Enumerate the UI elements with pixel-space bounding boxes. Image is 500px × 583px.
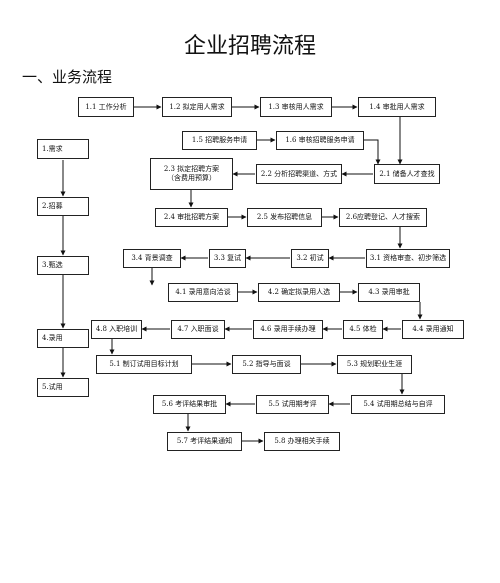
stage-recruitment: 2.招募 (37, 197, 89, 216)
step-2-2: 2.2 分析招聘渠道、方式 (256, 164, 342, 184)
step-label: 2.6应聘登记、人才搜索 (345, 213, 421, 222)
step-4-3: 4.3 录用审批 (358, 283, 420, 302)
step-label: 2.1 储备人才查找 (379, 169, 435, 178)
step-3-3: 3.3 复试 (209, 249, 246, 268)
step-label-note: （含费用预算） (167, 174, 216, 182)
step-label: 1.5 招聘服务申请 (191, 136, 248, 145)
stage-requirement: 1.需求 (37, 139, 89, 159)
step-5-2: 5.2 指导与面谈 (232, 355, 301, 374)
arrow-1-6-to-2-1 (364, 139, 381, 165)
step-1-1: 1.1 工作分析 (78, 97, 134, 117)
step-label: 1.6 审核招聘服务申请 (285, 136, 355, 145)
step-4-1: 4.1 录用意向洽谈 (168, 283, 238, 302)
step-1-2: 1.2 拟定用人需求 (162, 97, 232, 117)
step-label: 1.2 拟定用人需求 (169, 102, 225, 111)
step-5-8: 5.8 办理相关手续 (264, 432, 340, 451)
step-label: 3.1 资格审查、初步筛选 (369, 254, 447, 263)
step-label: 3.4 背景调查 (131, 254, 173, 263)
step-label: 4.6 录用手续办理 (260, 325, 316, 334)
step-label: 4.4 录用通知 (412, 325, 454, 334)
step-label: 5.3 规划职业生涯 (346, 360, 403, 369)
step-3-4: 3.4 背景调查 (123, 249, 181, 268)
step-label: 1.1 工作分析 (85, 102, 127, 111)
step-2-1: 2.1 储备人才查找 (374, 164, 440, 184)
step-label: 1.3 审核用人需求 (268, 102, 324, 111)
step-label: 3.2 初试 (296, 254, 324, 263)
step-2-4: 2.4 审批招聘方案 (155, 208, 228, 227)
step-1-4: 1.4 审批用人需求 (358, 97, 436, 117)
step-label: 4.1 录用意向洽谈 (175, 288, 231, 297)
step-1-5: 1.5 招聘服务申请 (182, 131, 257, 150)
step-5-1: 5.1 制订试用目标计划 (96, 355, 192, 374)
page-title: 企业招聘流程 (183, 34, 316, 59)
step-4-6: 4.6 录用手续办理 (253, 320, 323, 339)
step-label: 5.2 指导与面谈 (242, 360, 291, 369)
step-label: 2.2 分析招聘渠道、方式 (260, 169, 338, 178)
step-4-7: 4.7 入职面谈 (171, 320, 225, 339)
stage-label: 1.需求 (42, 144, 63, 153)
step-5-6: 5.6 考评结果审批 (153, 395, 226, 414)
step-label: 5.5 试用期考评 (268, 400, 317, 409)
step-label: 5.7 考评结果通知 (176, 437, 233, 446)
stage-selection: 3.甄选 (37, 256, 89, 275)
step-2-3: 2.3 拟定招聘方案 （含费用预算） (150, 158, 233, 190)
step-label: 2.4 审批招聘方案 (163, 213, 220, 222)
step-label: 3.3 复试 (213, 254, 242, 263)
stage-label: 3.甄选 (42, 261, 63, 270)
stage-probation: 5.试用 (37, 378, 89, 397)
step-4-4: 4.4 录用通知 (402, 320, 464, 339)
step-5-5: 5.5 试用期考评 (256, 395, 329, 414)
step-5-3: 5.3 规划职业生涯 (337, 355, 412, 374)
step-label: 4.2 确定拟录用人选 (267, 288, 331, 297)
step-label: 5.6 考评结果审批 (161, 400, 218, 409)
step-label: 4.3 录用审批 (368, 288, 410, 297)
step-label: 1.4 审批用人需求 (369, 102, 425, 111)
step-label: 5.1 制订试用目标计划 (109, 360, 179, 369)
step-2-6: 2.6应聘登记、人才搜索 (339, 208, 427, 227)
stage-label: 4.录用 (42, 334, 63, 343)
step-label: 2.3 拟定招聘方案 (163, 165, 220, 174)
step-label: 4.5 体检 (349, 325, 377, 334)
stage-label: 2.招募 (42, 202, 63, 211)
step-label: 5.4 试用期总结与自评 (363, 400, 433, 409)
step-label: 4.7 入职面谈 (177, 325, 219, 334)
step-label: 4.8 入职培训 (95, 325, 138, 334)
step-label: 2.5 发布招聘信息 (256, 213, 313, 222)
step-3-2: 3.2 初试 (291, 249, 329, 268)
step-4-2: 4.2 确定拟录用人选 (258, 283, 340, 302)
step-5-7: 5.7 考评结果通知 (167, 432, 242, 451)
step-3-1: 3.1 资格审查、初步筛选 (366, 249, 450, 268)
stage-hiring: 4.录用 (37, 329, 89, 348)
step-5-4: 5.4 试用期总结与自评 (351, 395, 445, 414)
stage-label: 5.试用 (42, 383, 63, 392)
step-4-8: 4.8 入职培训 (91, 320, 142, 339)
step-label: 5.8 办理相关手续 (274, 437, 330, 446)
step-4-5: 4.5 体检 (343, 320, 383, 339)
step-1-6: 1.6 审核招聘服务申请 (276, 131, 364, 150)
section-heading: 一、业务流程 (22, 68, 113, 86)
step-2-5: 2.5 发布招聘信息 (247, 208, 322, 227)
step-1-3: 1.3 审核用人需求 (260, 97, 332, 117)
